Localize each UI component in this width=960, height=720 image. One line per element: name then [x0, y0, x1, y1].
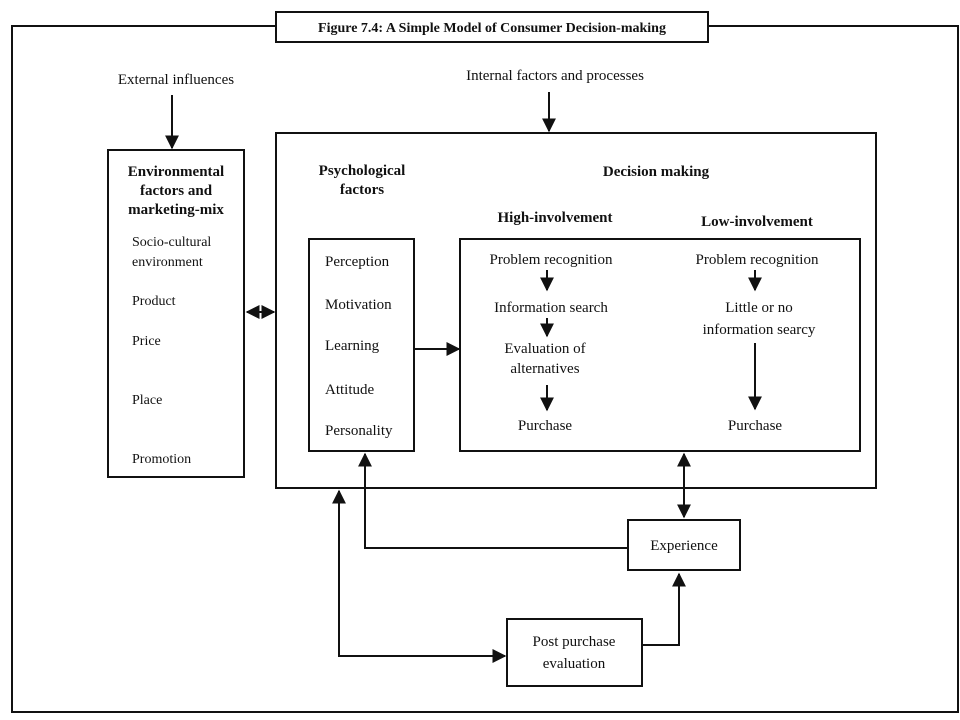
- experience-psych-arrow: [358, 452, 628, 549]
- env-item-promotion: Promotion: [132, 452, 191, 467]
- environment-heading-line3: marketing-mix: [128, 202, 224, 218]
- low-step-problem-recognition: Problem recognition: [696, 252, 819, 268]
- psychological-box: [308, 238, 415, 452]
- title-box: [275, 11, 709, 43]
- psych-item-personality: Personality: [325, 423, 393, 439]
- experience-label: Experience: [650, 538, 718, 554]
- psychological-heading-line2: factors: [340, 182, 384, 198]
- low-step-little-info-line1: Little or no: [725, 300, 793, 316]
- post-purchase-line1: Post purchase: [533, 634, 616, 650]
- experience-box: [627, 519, 741, 571]
- high-step-purchase: Purchase: [518, 418, 572, 434]
- high-step-problem-recognition: Problem recognition: [490, 252, 613, 268]
- internal-factors-label: Internal factors and processes: [466, 68, 644, 84]
- high-involvement-heading: High-involvement: [498, 210, 613, 226]
- env-item-environment: environment: [132, 255, 203, 270]
- environment-heading-line1: Environmental: [128, 164, 224, 180]
- decision-heading: Decision making: [603, 164, 710, 180]
- environment-box: [107, 149, 245, 478]
- external-influences-label: External influences: [118, 72, 234, 88]
- psych-item-motivation: Motivation: [325, 297, 392, 313]
- psych-item-learning: Learning: [325, 338, 380, 354]
- postpurchase-experience-arrow: [642, 572, 686, 646]
- env-item-place: Place: [132, 393, 162, 408]
- outer-frame: [11, 25, 959, 713]
- decision-box: [459, 238, 861, 452]
- post-purchase-line2: evaluation: [543, 656, 606, 672]
- low-step-purchase: Purchase: [728, 418, 782, 434]
- env-item-socio-cultural: Socio-cultural: [132, 235, 211, 250]
- env-item-product: Product: [132, 294, 176, 309]
- high-step-information-search: Information search: [494, 300, 608, 316]
- psych-item-perception: Perception: [325, 254, 390, 270]
- high-step-evaluation-line1: Evaluation of: [504, 341, 585, 357]
- psych-item-attitude: Attitude: [325, 382, 375, 398]
- environment-heading-line2: factors and: [140, 183, 213, 199]
- high-step-evaluation-line2: alternatives: [510, 361, 579, 377]
- low-step-little-info-line2: information searcy: [703, 322, 816, 338]
- internal-postpurchase-arrow: [332, 489, 507, 663]
- post-purchase-box: [506, 618, 643, 687]
- low-involvement-heading: Low-involvement: [701, 214, 813, 230]
- env-item-price: Price: [132, 334, 161, 349]
- internal-box: [275, 132, 877, 489]
- psychological-heading-line1: Psychological: [319, 163, 406, 179]
- figure-title: Figure 7.4: A Simple Model of Consumer D…: [318, 21, 666, 36]
